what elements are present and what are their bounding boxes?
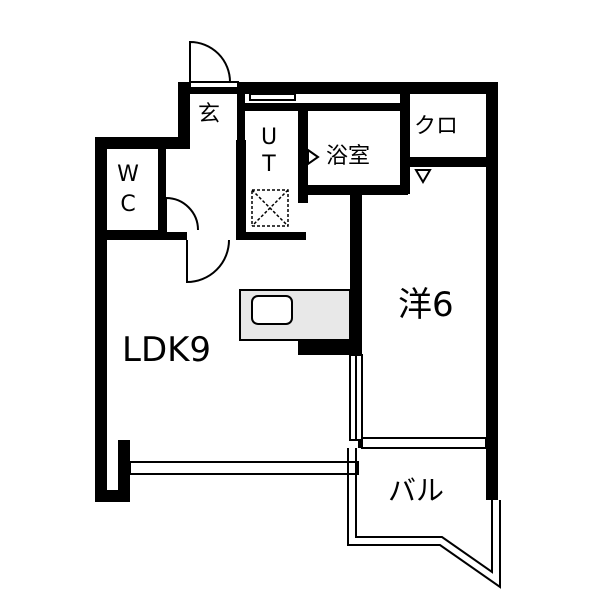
washer-space [251, 189, 289, 227]
room-label-western-room: 洋6 [398, 285, 454, 325]
kitchen-counter [239, 289, 351, 341]
balcony-outline [347, 448, 501, 589]
room-label-bathroom: 浴室 [326, 144, 371, 169]
room-label-utility: UT [260, 125, 278, 177]
room-label-toilet: WC [117, 162, 139, 217]
interior-walls [107, 94, 498, 448]
doors [165, 40, 231, 284]
windows [129, 81, 487, 475]
exterior-walls [95, 82, 498, 502]
room-label-balcony: バル [388, 474, 445, 507]
opening-markers [307, 148, 432, 184]
room-label-closet: クロ [414, 114, 459, 139]
room-label-ldk: LDK9 [122, 330, 212, 370]
room-label-entrance: 玄 [198, 102, 221, 127]
